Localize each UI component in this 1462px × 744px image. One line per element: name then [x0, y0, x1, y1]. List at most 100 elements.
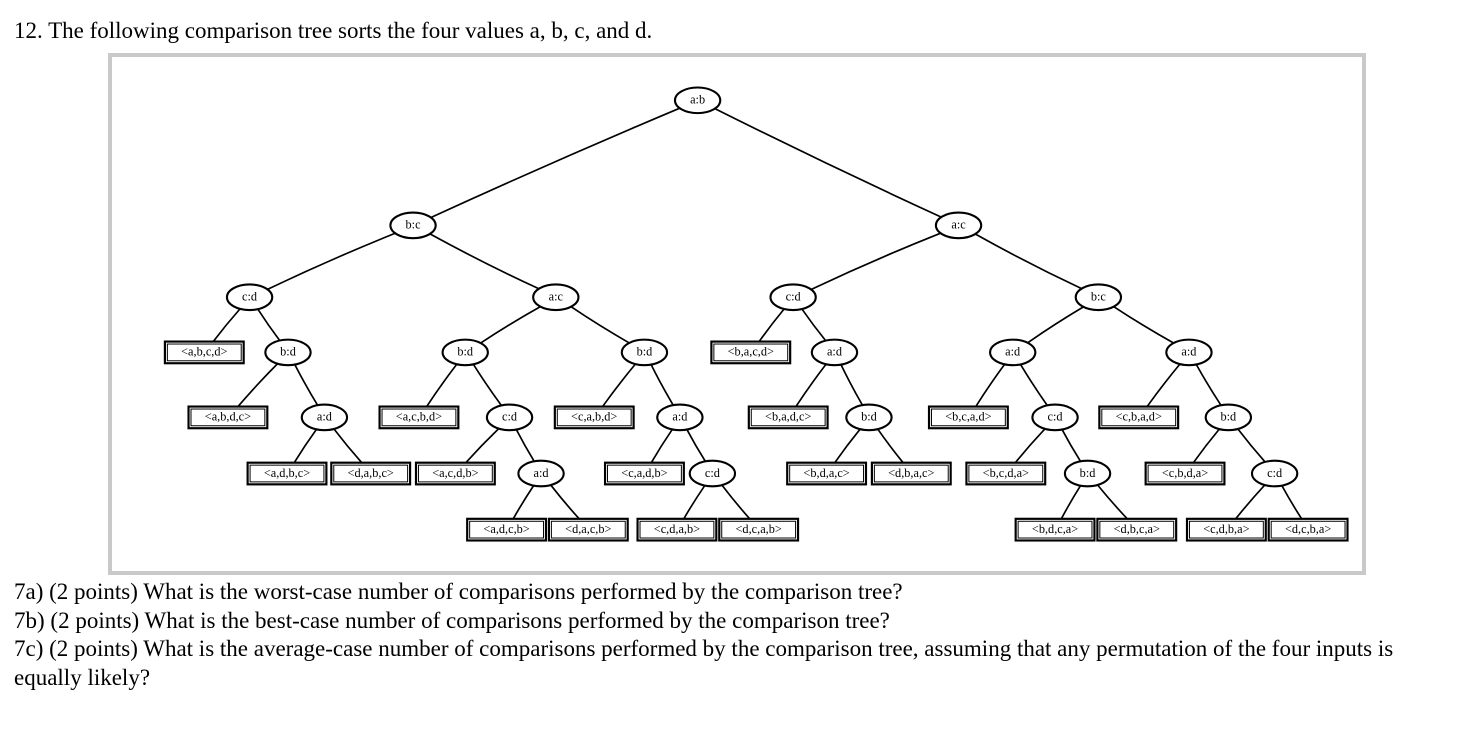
- tree-edge: [1237, 428, 1266, 463]
- tree-edge: [834, 428, 861, 464]
- node-label: a:d: [827, 345, 842, 359]
- node-shape: [441, 338, 489, 367]
- tree-edge: [840, 364, 864, 406]
- node-shape: [934, 211, 983, 240]
- leaf-box: [1267, 517, 1349, 542]
- tree-edge: [877, 428, 904, 464]
- tree-leaf: <a,c,b,d>: [378, 405, 460, 430]
- leaf-label: <b,a,d,c>: [765, 410, 811, 424]
- tree-node-b-d: b:d: [264, 338, 312, 367]
- tree-node-c-d: c:d: [1250, 459, 1299, 488]
- node-shape: [300, 403, 349, 432]
- tree-node-c-d: c:d: [225, 283, 274, 312]
- tree-edge: [974, 233, 1082, 290]
- leaf-label: <b,d,a,c>: [803, 466, 849, 480]
- node-shape: [769, 283, 817, 312]
- tree-leaf: <d,a,b,c>: [330, 461, 412, 486]
- node-label: b:d: [1080, 466, 1096, 480]
- node-shape: [1031, 403, 1079, 432]
- tree-leaf: <c,d,a,b>: [636, 517, 718, 542]
- node-label: c:d: [242, 290, 257, 304]
- leaf-box: [927, 405, 1009, 430]
- tree-edge: [472, 363, 503, 406]
- tree-node-c-d: c:d: [769, 283, 817, 312]
- tree-node-a-c: a:c: [532, 283, 580, 312]
- leaf-box-inner-rule: [249, 464, 325, 483]
- leaf-box: [187, 405, 269, 430]
- leaf-box: [786, 461, 868, 486]
- intro-statement: 12. The following comparison tree sorts …: [14, 18, 653, 43]
- leaf-box: [1144, 461, 1226, 486]
- tree-edge: [429, 233, 540, 290]
- node-label: c:d: [786, 290, 801, 304]
- node-shape: [485, 403, 534, 432]
- tree-leaf: <c,a,d,b>: [603, 461, 685, 486]
- leaf-box-inner-rule: [607, 464, 682, 483]
- leaf-box-inner-rule: [417, 464, 493, 483]
- tree-node-b-d: b:d: [1204, 403, 1253, 432]
- tree-node-b-c: b:c: [1074, 283, 1123, 312]
- node-shape: [1204, 403, 1253, 432]
- leaf-box: [553, 405, 635, 430]
- leaf-box-inner-rule: [381, 408, 457, 427]
- tree-edge: [650, 428, 673, 464]
- node-label: c:d: [1267, 466, 1282, 480]
- tree-edge: [714, 107, 942, 218]
- tree-edge: [570, 306, 630, 344]
- questions-list: 7a) (2 points) What is the worst-case nu…: [14, 578, 1454, 692]
- tree-leaf: <a,c,d,b>: [414, 461, 496, 486]
- leaf-box: [718, 517, 800, 542]
- node-label: b:d: [637, 345, 653, 359]
- leaf-label: <a,d,c,b>: [483, 522, 529, 536]
- leaf-box: [378, 405, 460, 430]
- node-label: b:c: [1091, 290, 1107, 304]
- leaf-box: [747, 405, 829, 430]
- leaf-box: [547, 517, 629, 542]
- leaf-box-inner-rule: [190, 408, 266, 427]
- tree-leaf: <d,a,c,b>: [547, 517, 629, 542]
- leaf-label: <c,b,d,a>: [1162, 466, 1208, 480]
- leaf-label: <d,c,b,a>: [1285, 522, 1331, 536]
- leaf-box: [965, 461, 1047, 486]
- tree-leaf: <d,b,a,c>: [870, 461, 952, 486]
- comparison-tree-figure: <a,b,c,d><a,b,d,c><a,d,b,c><d,a,b,c><a,c…: [108, 53, 1366, 575]
- node-label: a:c: [951, 218, 966, 232]
- leaf-box-inner-rule: [1147, 464, 1223, 483]
- tree-leaf: <a,b,d,c>: [187, 405, 269, 430]
- tree-edge: [294, 364, 319, 406]
- leaf-box: [1098, 405, 1180, 430]
- leaf-box: [636, 517, 718, 542]
- tree-leaf: <c,b,a,d>: [1098, 405, 1180, 430]
- leaf-box: [246, 461, 328, 486]
- node-label: a:d: [1005, 345, 1020, 359]
- leaf-box-inner-rule: [1270, 520, 1346, 539]
- leaf-box-inner-rule: [713, 343, 789, 362]
- tree-leaf: <b,a,c,d>: [710, 340, 792, 365]
- tree-leaf: <b,d,a,c>: [786, 461, 868, 486]
- tree-edge: [601, 363, 637, 408]
- leaf-label: <d,a,c,b>: [565, 522, 611, 536]
- tree-edge: [683, 485, 706, 520]
- tree-edge: [480, 305, 541, 344]
- tree-node-a-c: a:c: [934, 211, 983, 240]
- node-shape: [810, 338, 859, 367]
- node-label: a:d: [317, 410, 332, 424]
- node-shape: [532, 283, 580, 312]
- leaf-box: [330, 461, 412, 486]
- tree-node-c-d: c:d: [1031, 403, 1079, 432]
- leaf-box-inner-rule: [1017, 520, 1093, 539]
- tree-edge: [1014, 428, 1046, 464]
- node-label: b:d: [861, 410, 877, 424]
- leaf-label: <d,c,a,b>: [736, 522, 782, 536]
- node-shape: [517, 459, 565, 488]
- tree-leaf: <d,c,b,a>: [1267, 517, 1349, 542]
- tree-node-b-d: b:d: [845, 403, 893, 432]
- tree-node-a-b: a:b: [673, 86, 722, 115]
- tree-edge: [237, 363, 279, 408]
- node-shape: [1074, 283, 1123, 312]
- leaf-box: [414, 461, 496, 486]
- leaf-label: <c,b,a,d>: [1116, 410, 1162, 424]
- tree-edge: [257, 308, 281, 341]
- leaf-box: [870, 461, 952, 486]
- leaf-label: <b,c,d,a>: [983, 466, 1029, 480]
